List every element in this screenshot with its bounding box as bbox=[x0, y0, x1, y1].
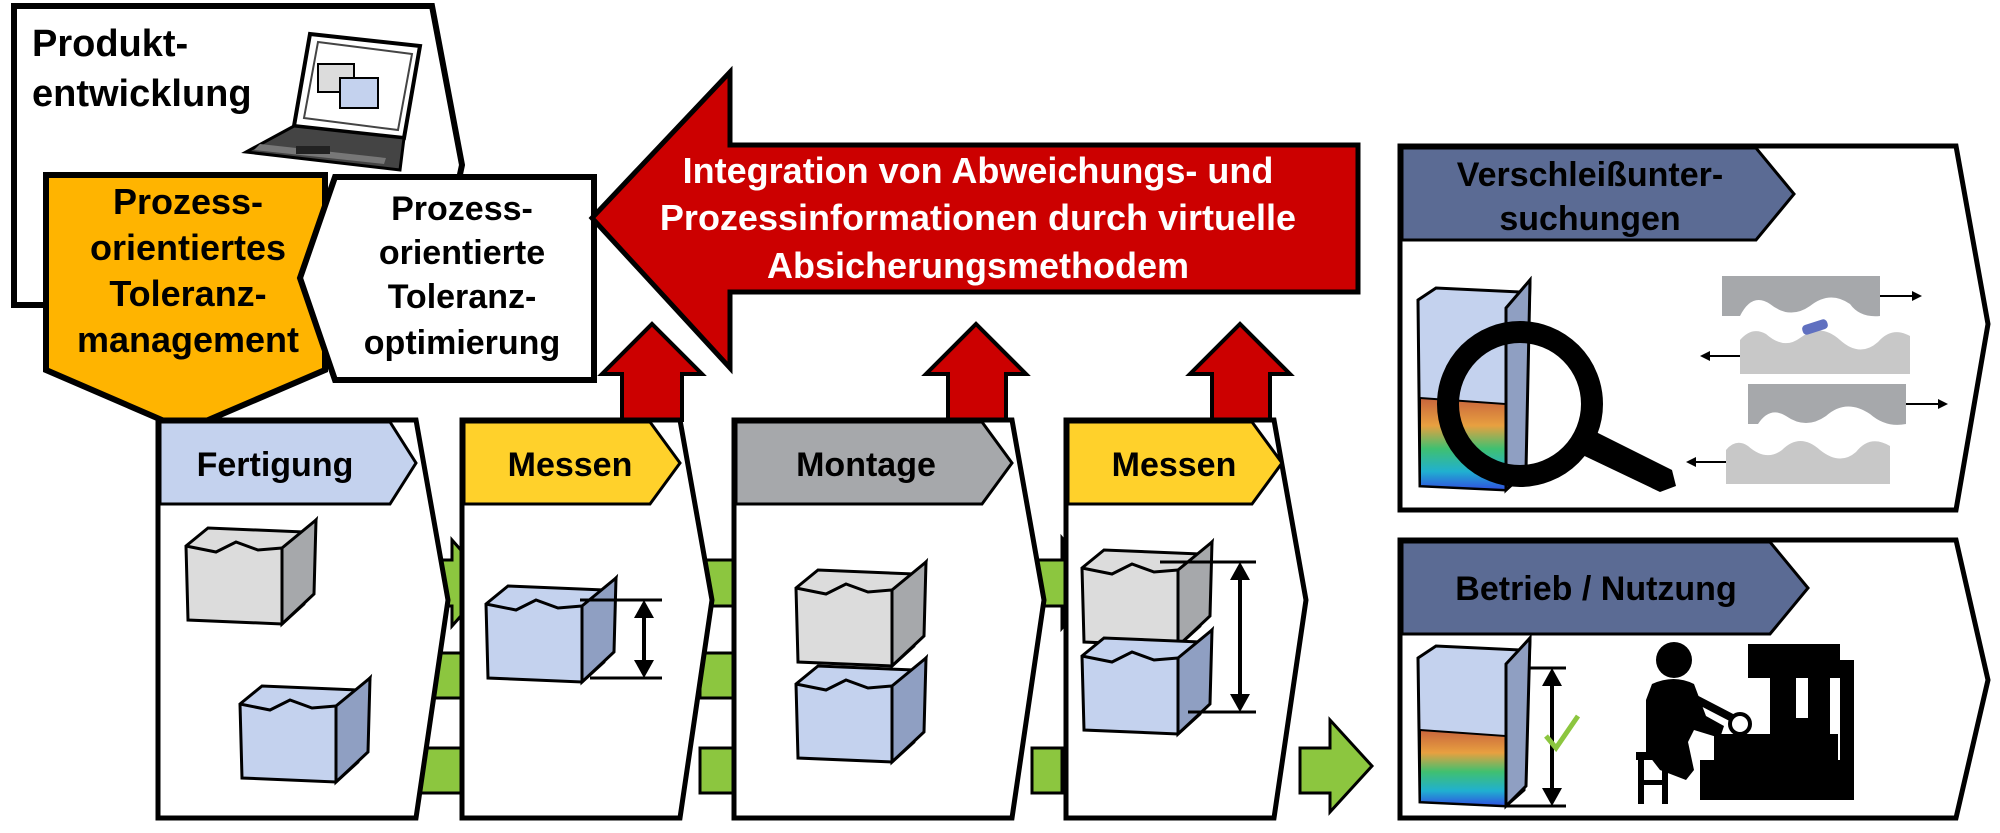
grey-part bbox=[184, 518, 318, 626]
tolerance-optimization-line3: Toleranz- bbox=[388, 278, 537, 316]
measured-assembly bbox=[1080, 540, 1256, 736]
flow-arrow bbox=[1298, 716, 1375, 816]
step-label: Fertigung bbox=[197, 446, 354, 484]
worker-machine-icon bbox=[1636, 642, 1854, 804]
operation-box: Betrieb / Nutzung bbox=[1397, 537, 1991, 821]
integration-line1: Integration von Abweichungs- und bbox=[683, 150, 1274, 191]
operation-title: Betrieb / Nutzung bbox=[1455, 570, 1736, 608]
tolerance-management-shape: Prozess- orientiertes Toleranz- manageme… bbox=[43, 172, 328, 434]
integration-line3: Absicherungsmethodem bbox=[767, 245, 1189, 286]
process-step-fertigung: Fertigung bbox=[155, 417, 451, 821]
wear-analysis-box: Verschleißunter- suchungen bbox=[1397, 143, 1991, 513]
checkmark-icon bbox=[1544, 714, 1581, 753]
tolerance-management-line2: orientiertes bbox=[90, 227, 286, 268]
product-title-line1: Produkt- bbox=[32, 23, 188, 65]
flow-arrow bbox=[1030, 746, 1064, 795]
tolerance-management-line3: Toleranz- bbox=[109, 273, 266, 314]
wear-title-line2: suchungen bbox=[1499, 200, 1680, 238]
step-label: Messen bbox=[508, 446, 633, 484]
wear-title-line1: Verschleißunter- bbox=[1457, 156, 1723, 194]
product-title-line2: entwicklung bbox=[32, 73, 252, 115]
tolerance-management-line1: Prozess- bbox=[113, 181, 263, 222]
tolerance-management-line4: management bbox=[77, 319, 299, 360]
magnifier-icon bbox=[1437, 321, 1676, 492]
step-label: Montage bbox=[796, 446, 936, 484]
feedback-arrow-2 bbox=[921, 321, 1031, 422]
integration-arrow: Integration von Abweichungs- und Prozess… bbox=[588, 65, 1361, 375]
step-label: Messen bbox=[1112, 446, 1237, 484]
tolerance-optimization-line4: optimierung bbox=[364, 324, 560, 362]
measured-part bbox=[484, 576, 662, 684]
tolerance-optimization-shape: Prozess- orientierte Toleranz- optimieru… bbox=[296, 174, 597, 383]
tolerance-optimization-line1: Prozess- bbox=[391, 190, 533, 228]
laptop-icon bbox=[241, 31, 423, 172]
feedback-arrow-1 bbox=[597, 321, 707, 422]
wear-test-images bbox=[1686, 276, 1948, 484]
feedback-arrow-3 bbox=[1185, 321, 1295, 422]
blue-part bbox=[238, 676, 372, 784]
integration-line2: Prozessinformationen durch virtuelle bbox=[660, 197, 1296, 238]
tolerance-optimization-line2: orientierte bbox=[379, 234, 545, 272]
